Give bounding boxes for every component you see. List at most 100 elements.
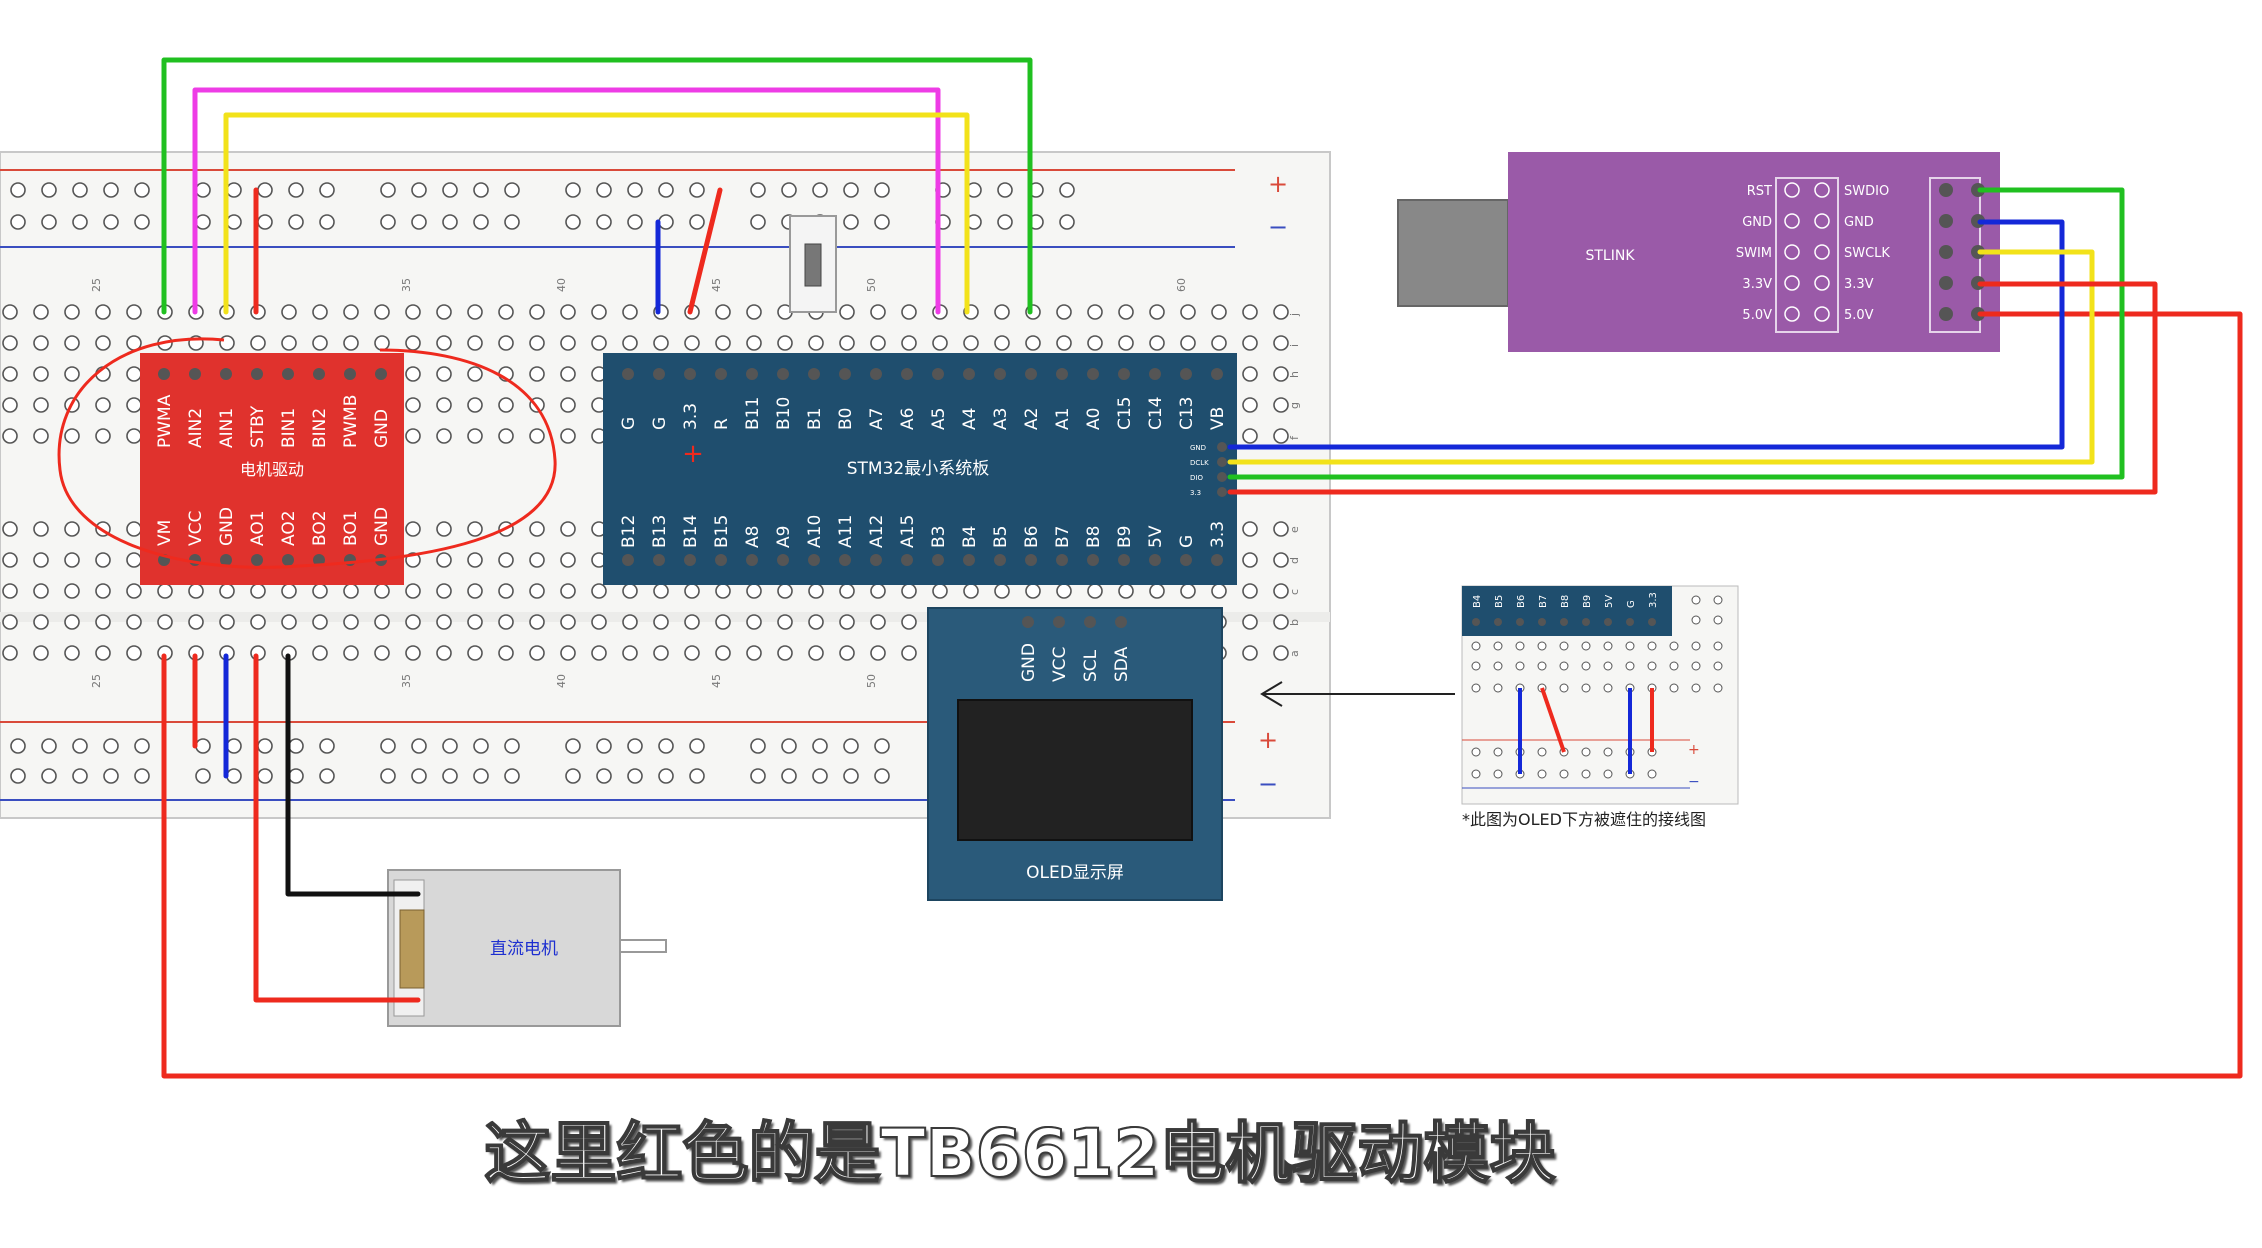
driver-pin <box>313 368 325 380</box>
inset-hole <box>1713 615 1723 625</box>
breadboard-hole <box>219 583 235 599</box>
breadboard-hole <box>411 214 427 230</box>
breadboard-hole <box>343 304 359 320</box>
breadboard-hole <box>405 397 421 413</box>
breadboard-hole <box>715 645 731 661</box>
breadboard-hole <box>33 335 49 351</box>
breadboard-hole <box>1025 583 1041 599</box>
breadboard-hole <box>715 583 731 599</box>
breadboard-hole <box>467 583 483 599</box>
stm32-pin-label: A15 <box>898 515 918 548</box>
breadboard-hole <box>560 304 576 320</box>
breadboard-hole <box>195 768 211 784</box>
breadboard-hole <box>1242 614 1258 630</box>
breadboard-hole <box>380 182 396 198</box>
breadboard-hole <box>1180 304 1196 320</box>
breadboard-hole <box>1273 304 1289 320</box>
breadboard-hole <box>1118 335 1134 351</box>
breadboard-hole <box>498 397 514 413</box>
breadboard-hole <box>319 738 335 754</box>
stm32-pin-label: B13 <box>650 515 670 548</box>
stm32-pin <box>994 368 1006 380</box>
breadboard-hole <box>1149 335 1165 351</box>
breadboard-hole <box>1056 304 1072 320</box>
inset-hole <box>1537 769 1547 779</box>
stm32-pin <box>684 368 696 380</box>
inset-hole <box>1603 641 1613 651</box>
breadboard-hole <box>374 645 390 661</box>
breadboard-hole <box>343 583 359 599</box>
breadboard-hole <box>1211 335 1227 351</box>
driver-pin-label: BO2 <box>310 510 330 546</box>
breadboard-hole <box>658 214 674 230</box>
breadboard-hole <box>874 738 890 754</box>
stm32-pin <box>1149 554 1161 566</box>
breadboard-hole <box>622 614 638 630</box>
breadboard-hole <box>319 214 335 230</box>
driver-pin-label: BIN2 <box>310 408 330 448</box>
svg-text:c: c <box>1288 589 1301 595</box>
breadboard-hole <box>596 768 612 784</box>
breadboard-hole <box>529 304 545 320</box>
stm32-swd-pin <box>1217 457 1227 467</box>
inset-pin <box>1560 618 1568 626</box>
inset-pin <box>1626 618 1634 626</box>
stm32-swd-pin <box>1217 487 1227 497</box>
stm32-pin <box>1180 368 1192 380</box>
breadboard-hole <box>812 768 828 784</box>
inset-hole <box>1669 683 1679 693</box>
stm32-pin <box>684 554 696 566</box>
breadboard-hole <box>498 583 514 599</box>
breadboard-hole <box>777 583 793 599</box>
stm32-pin <box>777 368 789 380</box>
breadboard-hole <box>281 583 297 599</box>
breadboard-hole <box>843 214 859 230</box>
breadboard-hole <box>653 583 669 599</box>
stm32-pin <box>994 554 1006 566</box>
driver-pin-label: AIN1 <box>217 408 237 448</box>
breadboard-hole <box>343 335 359 351</box>
breadboard-hole <box>901 583 917 599</box>
breadboard-hole <box>529 521 545 537</box>
stm32-pin <box>870 368 882 380</box>
breadboard-hole <box>781 182 797 198</box>
svg-text:50: 50 <box>865 278 878 292</box>
stlink-right-label: 3.3V <box>1844 277 1874 292</box>
breadboard-hole <box>33 366 49 382</box>
breadboard-hole <box>653 645 669 661</box>
stm32-pin-label: B9 <box>1115 526 1135 548</box>
stm32-pin <box>1118 554 1130 566</box>
breadboard-hole <box>467 397 483 413</box>
breadboard-hole <box>560 397 576 413</box>
breadboard-hole <box>257 738 273 754</box>
stm32-pin-label: B8 <box>1084 526 1104 548</box>
breadboard-hole <box>1273 397 1289 413</box>
breadboard-hole <box>565 182 581 198</box>
breadboard-hole <box>1180 583 1196 599</box>
breadboard-hole <box>529 428 545 444</box>
stlink-title: STLINK <box>1585 248 1635 264</box>
breadboard-hole <box>627 738 643 754</box>
breadboard-hole <box>405 521 421 537</box>
stm32-pin-label: A0 <box>1084 408 1104 430</box>
stm32-pin <box>808 554 820 566</box>
breadboard-hole <box>843 768 859 784</box>
inset-pin <box>1604 618 1612 626</box>
stm32-pin-label: B1 <box>805 408 825 430</box>
breadboard-hole <box>1242 397 1258 413</box>
breadboard-hole <box>997 214 1013 230</box>
breadboard-hole <box>529 335 545 351</box>
breadboard-hole <box>1087 583 1103 599</box>
breadboard-hole <box>1273 552 1289 568</box>
push-button-knob <box>804 243 822 287</box>
inset-hole <box>1471 747 1481 757</box>
inset-pin-label: B9 <box>1582 595 1593 608</box>
breadboard-hole <box>1118 304 1134 320</box>
inset-pin-label: B6 <box>1516 595 1527 608</box>
breadboard-hole <box>1025 335 1041 351</box>
breadboard-hole <box>380 738 396 754</box>
column-numbers-top: 25 35 40 45 50 60 <box>90 278 1188 292</box>
breadboard-hole <box>504 768 520 784</box>
breadboard-hole <box>560 335 576 351</box>
